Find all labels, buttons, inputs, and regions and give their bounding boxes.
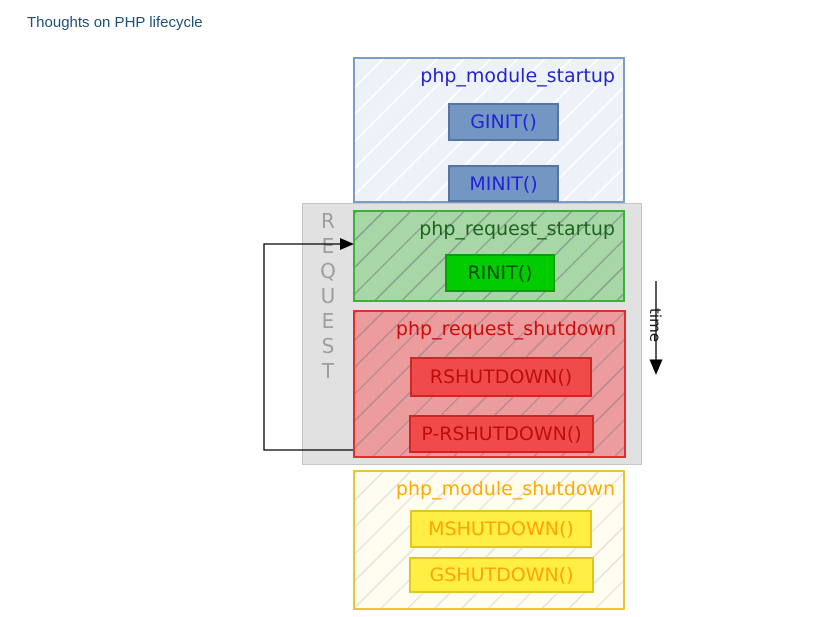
function-box-mshutdown: MSHUTDOWN()	[410, 510, 592, 548]
request-letter: U	[320, 284, 336, 308]
phase-request-startup: php_request_startup RINIT()	[353, 210, 625, 302]
request-letter: E	[321, 234, 335, 258]
function-box-rinit: RINIT()	[445, 254, 555, 292]
time-axis-label: time	[646, 308, 664, 342]
request-letter: Q	[320, 259, 336, 283]
function-box-gshutdown: GSHUTDOWN()	[409, 557, 594, 593]
request-letter: E	[321, 309, 335, 333]
phase-module-shutdown: php_module_shutdown MSHUTDOWN() GSHUTDOW…	[353, 470, 625, 610]
request-letter: T	[321, 359, 335, 383]
request-letter: R	[321, 209, 335, 233]
phase-title-module-shutdown: php_module_shutdown	[395, 478, 615, 500]
phase-module-startup: php_module_startup GINIT() MINIT()	[353, 57, 625, 203]
phase-request-shutdown: php_request_shutdown RSHUTDOWN() P-RSHUT…	[353, 310, 626, 458]
page-title: Thoughts on PHP lifecycle	[27, 14, 203, 31]
phase-title-request-startup: php_request_startup	[419, 218, 615, 240]
request-band-label: R E Q U E S T	[316, 209, 340, 384]
phase-title-module-startup: php_module_startup	[420, 65, 615, 87]
function-box-rshutdown: RSHUTDOWN()	[410, 357, 592, 397]
function-box-p-rshutdown: P-RSHUTDOWN()	[409, 415, 594, 453]
function-box-ginit: GINIT()	[448, 103, 559, 141]
request-letter: S	[321, 334, 335, 358]
function-box-minit: MINIT()	[448, 165, 559, 202]
phase-title-request-shutdown: php_request_shutdown	[395, 318, 616, 340]
